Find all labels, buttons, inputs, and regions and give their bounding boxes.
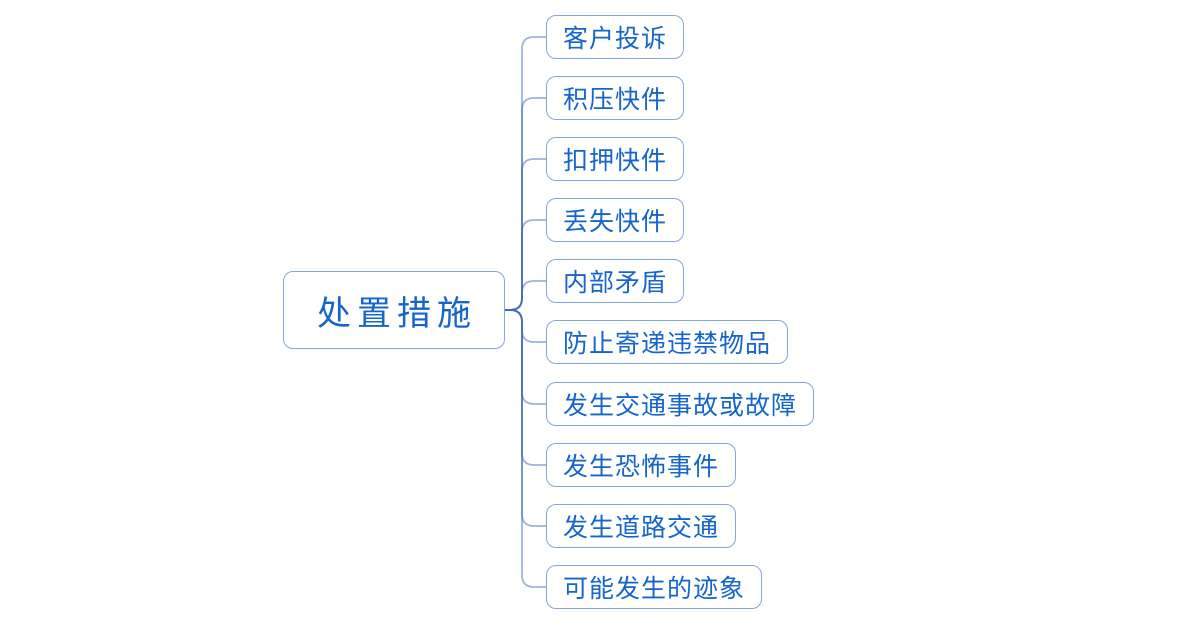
child-node[interactable]: 丢失快件	[546, 198, 685, 242]
child-node-label: 发生道路交通	[563, 515, 720, 542]
branch-line	[505, 309, 546, 588]
child-node-label: 发生恐怖事件	[563, 454, 720, 481]
branch-line	[505, 280, 546, 311]
child-node[interactable]: 积压快件	[546, 76, 685, 120]
root-node[interactable]: 处置措施	[283, 271, 505, 349]
child-node[interactable]: 发生道路交通	[546, 504, 737, 548]
child-node-label: 防止寄递违禁物品	[563, 331, 772, 358]
branch-line	[505, 309, 546, 343]
child-node[interactable]: 扣押快件	[546, 137, 685, 181]
child-node-label: 积压快件	[563, 87, 668, 114]
child-node-label: 丢失快件	[563, 209, 668, 236]
child-node[interactable]: 发生交通事故或故障	[546, 382, 815, 426]
branch-line	[505, 309, 546, 405]
branch-line	[505, 36, 546, 311]
child-node[interactable]: 发生恐怖事件	[546, 443, 737, 487]
child-node-label: 客户投诉	[563, 26, 668, 53]
child-node[interactable]: 客户投诉	[546, 15, 685, 59]
branch-line	[505, 309, 546, 466]
child-node[interactable]: 可能发生的迹象	[546, 565, 763, 609]
branch-line	[505, 158, 546, 311]
child-node-label: 发生交通事故或故障	[563, 393, 798, 420]
branch-line	[505, 97, 546, 311]
child-node-label: 可能发生的迹象	[563, 576, 746, 603]
child-node-label: 扣押快件	[563, 148, 668, 175]
branch-line	[505, 219, 546, 311]
child-node[interactable]: 防止寄递违禁物品	[546, 320, 789, 364]
child-node[interactable]: 内部矛盾	[546, 259, 685, 303]
child-node-label: 内部矛盾	[563, 270, 668, 297]
root-node-label: 处置措施	[317, 295, 477, 333]
